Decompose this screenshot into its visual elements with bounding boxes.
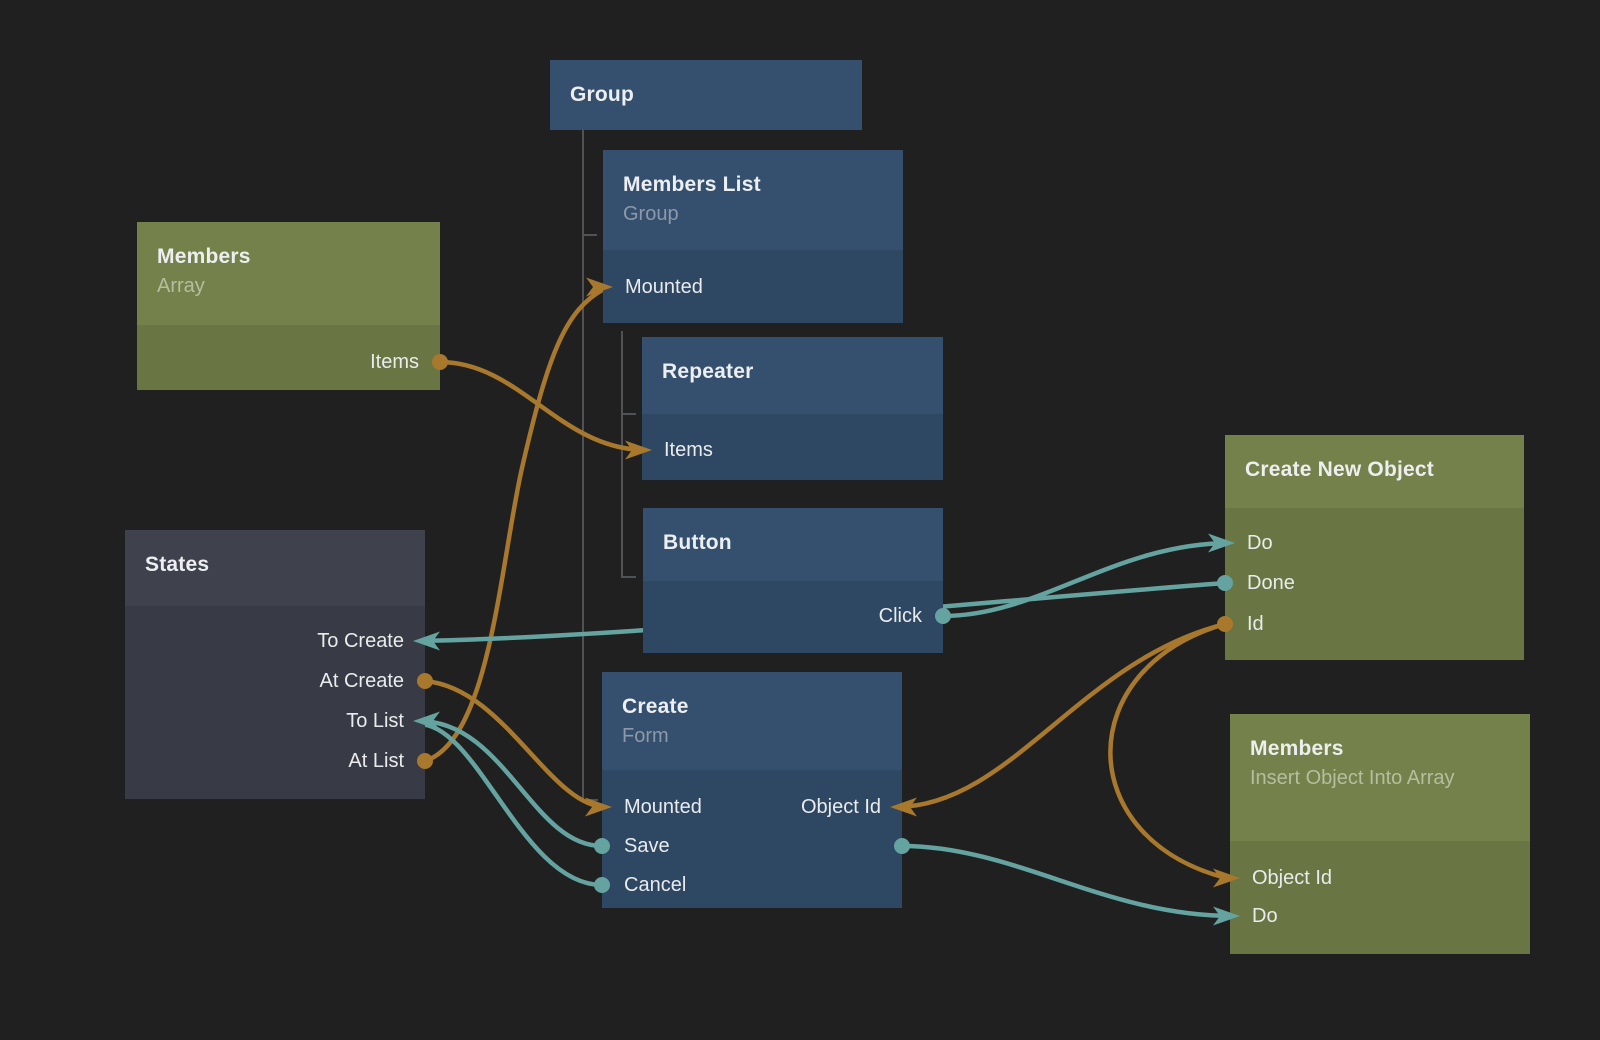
port-done[interactable]: Done [1247, 572, 1295, 594]
port-cancel[interactable]: Cancel [624, 874, 687, 896]
port-save[interactable]: Save [624, 835, 670, 857]
node-title: Members [157, 245, 251, 268]
port-click[interactable]: Click [878, 605, 922, 627]
node-subtitle: Array [157, 275, 205, 297]
node-members-array[interactable]: Members Array Items [137, 222, 440, 390]
node-create-form[interactable]: Create Form Mounted Save Cancel Object I… [602, 672, 902, 908]
node-group-header: Group [550, 60, 862, 130]
port-object-id[interactable]: Object Id [1252, 867, 1333, 889]
hierarchy-line-group [582, 130, 598, 801]
hierarchy-line-members-list [621, 331, 636, 578]
node-button-header: Button [643, 508, 943, 581]
wire-at-list-to-members-list-mounted[interactable] [424, 287, 606, 764]
node-members-array-header: Members Array [137, 222, 440, 325]
port-at-list[interactable]: At List [348, 750, 404, 772]
port-object-id[interactable]: Object Id [800, 796, 881, 818]
port-mounted[interactable]: Mounted [624, 796, 702, 818]
node-states-header: States [125, 530, 425, 606]
node-members-insert[interactable]: Members Insert Object Into Array Object … [1230, 714, 1530, 954]
wire-click-to-do[interactable] [942, 540, 1232, 619]
node-subtitle: Form [622, 725, 669, 747]
port-items[interactable]: Items [370, 351, 419, 373]
node-repeater[interactable]: Repeater Items [642, 337, 943, 480]
node-title: States [145, 553, 210, 576]
node-subtitle: Group [623, 203, 679, 225]
wire-save-to-to-list[interactable] [418, 718, 603, 849]
node-title: Members List [623, 173, 761, 196]
port-items[interactable]: Items [664, 439, 713, 461]
node-group[interactable]: Group [550, 60, 862, 130]
port-do[interactable]: Do [1247, 532, 1273, 554]
node-title: Members [1250, 737, 1344, 760]
node-title: Repeater [662, 360, 754, 383]
port-to-list[interactable]: To List [346, 710, 404, 732]
wire-at-create-to-create-mounted[interactable] [424, 678, 607, 810]
node-states[interactable]: States To Create At Create To List At Li… [125, 530, 425, 799]
wire-id-to-members-insert-object-id[interactable] [1108, 621, 1227, 881]
node-repeater-header: Repeater [642, 337, 943, 414]
wire-id-to-create-object-id[interactable] [895, 621, 1226, 810]
node-members-list-header: Members List Group [603, 150, 903, 250]
node-create-form-header: Create Form [602, 672, 902, 770]
port-at-create[interactable]: At Create [319, 670, 404, 692]
port-do[interactable]: Do [1252, 905, 1278, 927]
node-title: Create [622, 695, 689, 718]
node-button[interactable]: Button Click [643, 508, 943, 653]
node-create-new-object-header: Create New Object [1225, 435, 1524, 508]
port-mounted[interactable]: Mounted [625, 276, 703, 298]
node-create-new-object[interactable]: Create New Object Do Done Id [1225, 435, 1524, 660]
node-title: Button [663, 531, 732, 554]
node-members-insert-header: Members Insert Object Into Array [1230, 714, 1530, 841]
wire-save-to-members-insert-do[interactable] [901, 843, 1233, 919]
node-title: Create New Object [1245, 458, 1434, 481]
wire-cancel-to-to-list[interactable] [418, 721, 603, 888]
port-to-create[interactable]: To Create [317, 630, 404, 652]
node-members-list[interactable]: Members List Group Mounted [603, 150, 903, 323]
wire-members-items-to-repeater-items[interactable] [439, 359, 647, 453]
port-id[interactable]: Id [1247, 613, 1264, 635]
node-title: Group [570, 83, 634, 106]
node-subtitle: Insert Object Into Array [1250, 767, 1455, 789]
